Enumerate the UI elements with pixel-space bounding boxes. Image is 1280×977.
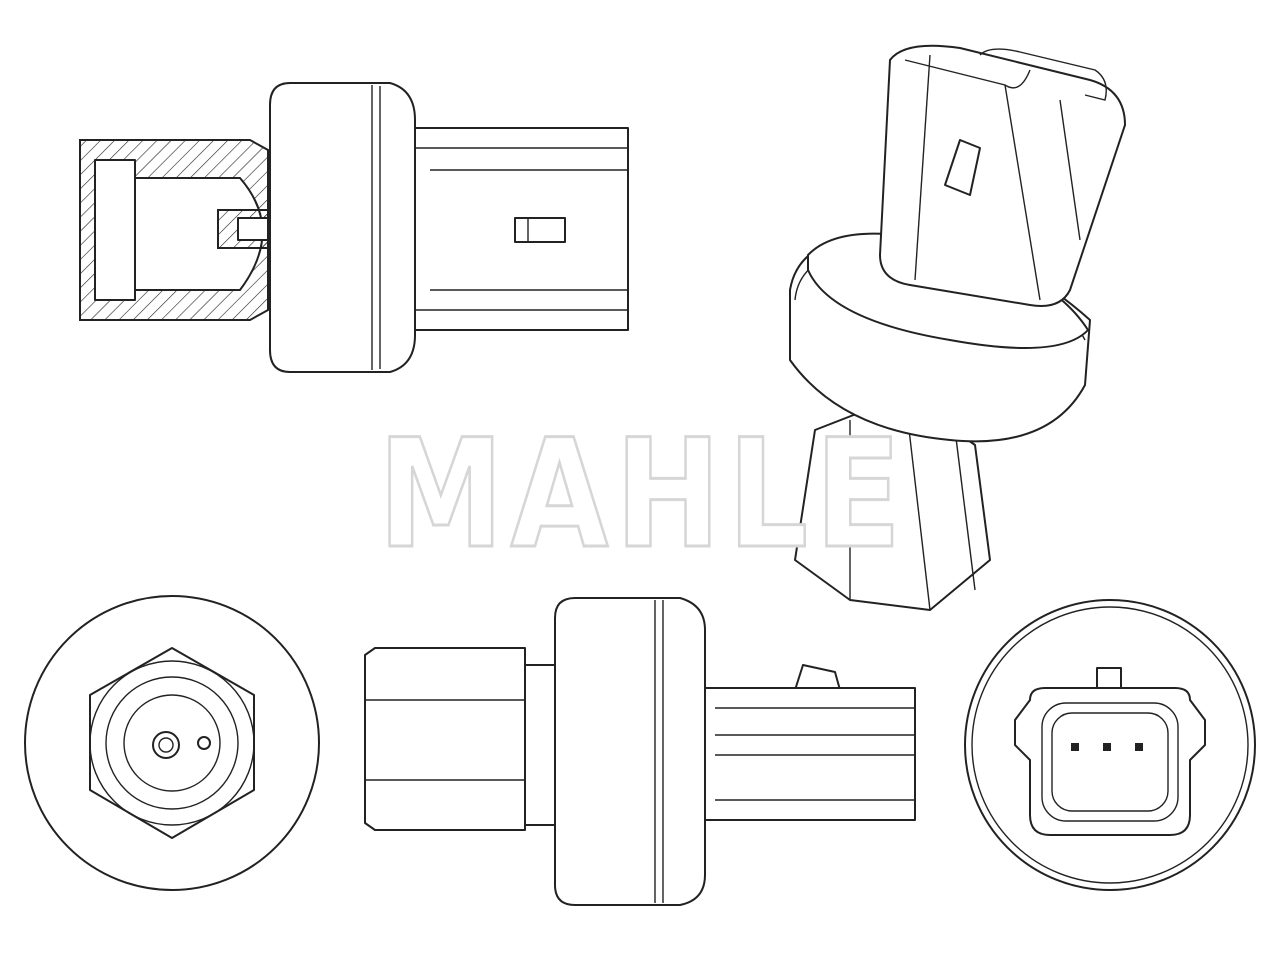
pin-1 [1071, 743, 1079, 751]
isometric-view [789, 44, 1126, 611]
side-view [364, 597, 916, 906]
side-section-view [79, 82, 629, 373]
pin-2 [1103, 743, 1111, 751]
connector-end-view [964, 599, 1256, 891]
thread-end-view [24, 595, 320, 891]
mahle-watermark-logo: MAHLE [378, 408, 908, 582]
pin-3 [1135, 743, 1143, 751]
